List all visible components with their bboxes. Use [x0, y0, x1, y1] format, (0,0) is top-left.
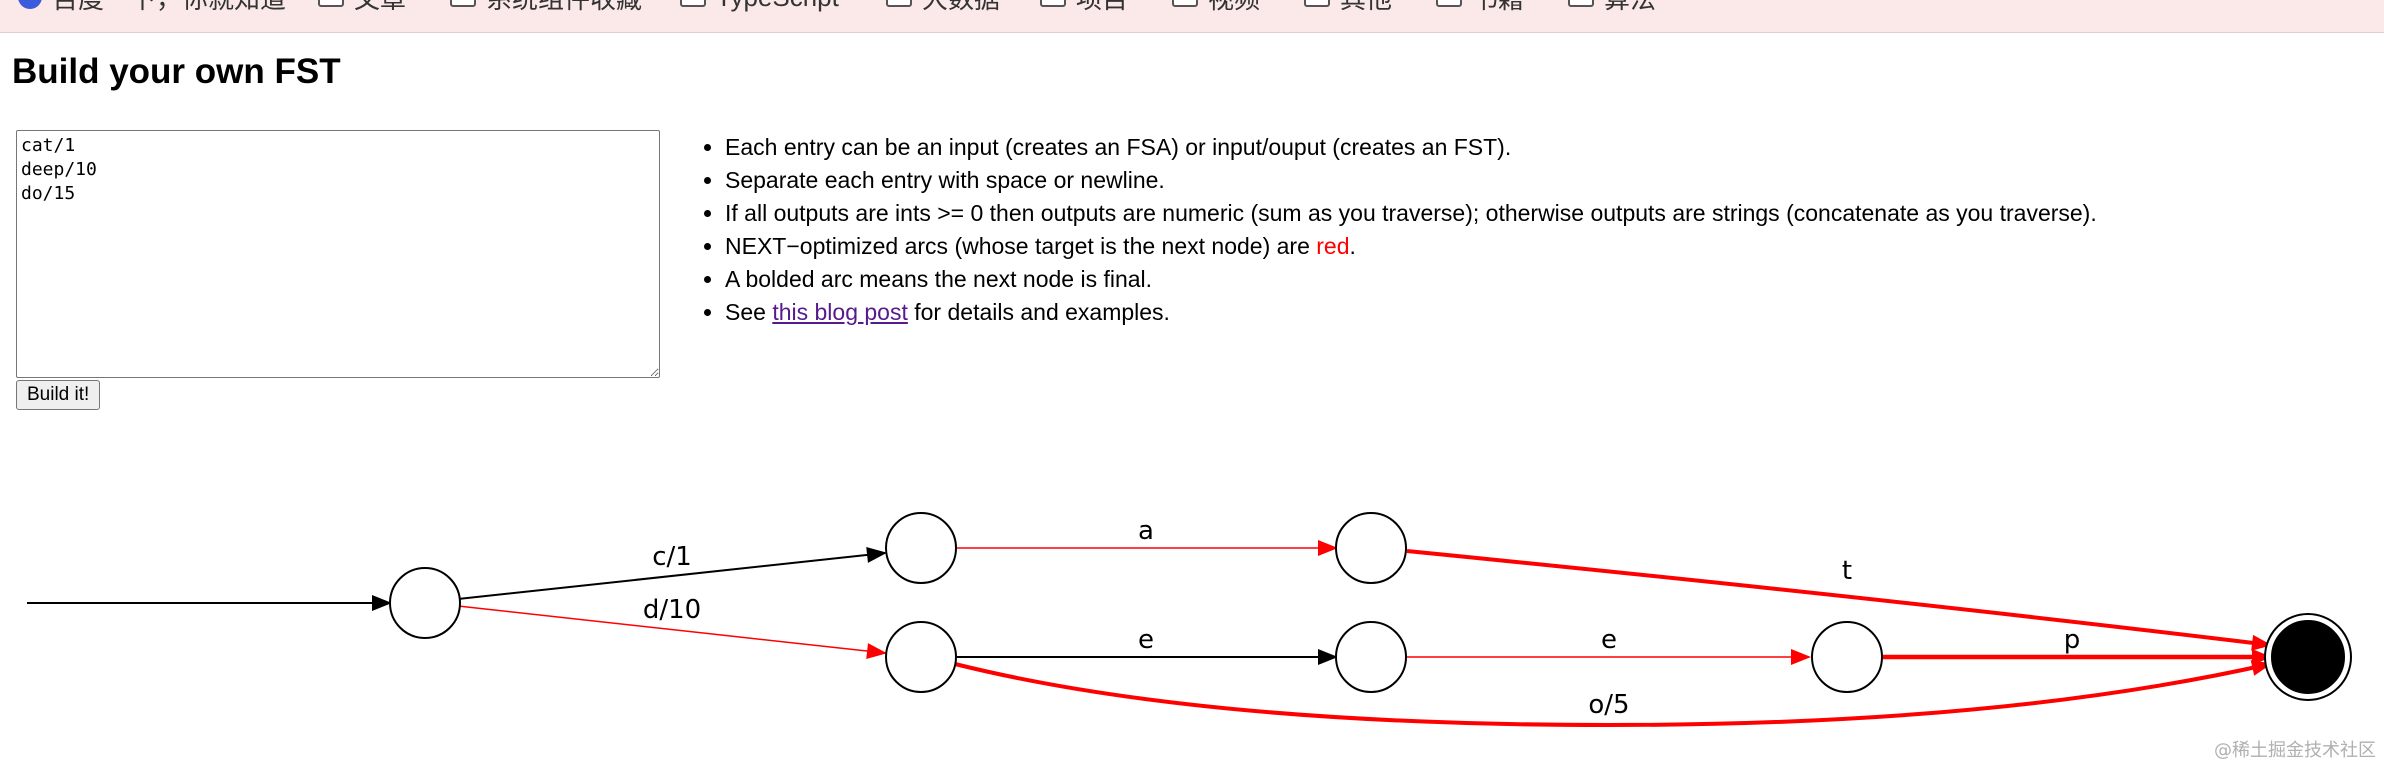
- edge-label-a: a: [1138, 516, 1154, 546]
- bookmark-folder[interactable]: 其他: [1304, 0, 1392, 14]
- folder-icon: [1040, 0, 1066, 7]
- folder-icon: [1304, 0, 1330, 7]
- edge-label-t: t: [1842, 556, 1852, 586]
- final-state-node: [2271, 620, 2345, 694]
- folder-icon: [450, 0, 476, 7]
- edge-label-e: e: [1138, 625, 1154, 655]
- instruction-text: Each entry can be an input (creates an F…: [725, 134, 1512, 160]
- bookmark-folder[interactable]: 项目: [1040, 0, 1128, 14]
- instruction-item: Separate each entry with space or newlin…: [725, 164, 2097, 197]
- instruction-text: Separate each entry with space or newlin…: [725, 167, 1165, 193]
- bookmark-label: 其他: [1340, 0, 1392, 16]
- bookmarks-bar: 百度一下，你就知道 文章 系统组件收藏 TypeScript 大数据 项目 视频…: [0, 0, 2384, 33]
- state-node: [1335, 512, 1407, 584]
- edge-d: [457, 605, 887, 659]
- edge-label-e: e: [1601, 625, 1617, 655]
- folder-icon: [1436, 0, 1462, 7]
- bookmark-label: 大数据: [922, 0, 1000, 16]
- state-node: [885, 621, 957, 693]
- bookmark-folder[interactable]: 系统组件收藏: [450, 0, 642, 14]
- edge-t: [1406, 549, 2272, 651]
- bookmark-label: TypeScript: [716, 0, 839, 13]
- watermark: @稀土掘金技术社区: [2214, 740, 2376, 761]
- state-node: [1811, 621, 1883, 693]
- bookmark-label: 视频: [1208, 0, 1260, 16]
- bookmark-folder[interactable]: 算法: [1568, 0, 1656, 14]
- bookmark-label: 百度一下，你就知道: [52, 0, 286, 16]
- edge-label-o: o/5: [1588, 690, 1629, 720]
- fst-entries-input[interactable]: [16, 130, 660, 378]
- bookmark-label: 项目: [1076, 0, 1128, 16]
- bookmark-label: 文章: [354, 0, 406, 16]
- bookmark-folder[interactable]: 视频: [1172, 0, 1260, 14]
- instruction-item: If all outputs are ints >= 0 then output…: [725, 197, 2097, 230]
- fst-graph: c/1 d/10 a t e e p o/5: [27, 512, 2352, 728]
- bookmark-folder[interactable]: 书籍: [1436, 0, 1524, 14]
- bookmark-baidu[interactable]: 百度一下，你就知道: [18, 0, 286, 14]
- page-title: Build your own FST: [12, 52, 341, 91]
- bookmark-folder[interactable]: 大数据: [886, 0, 1000, 14]
- state-node: [885, 512, 957, 584]
- edge-label-p: p: [2064, 625, 2081, 655]
- instruction-item: See this blog post for details and examp…: [725, 296, 2097, 329]
- instruction-text: See: [725, 299, 773, 325]
- bookmark-label: 算法: [1604, 0, 1656, 16]
- instruction-text: If all outputs are ints >= 0 then output…: [725, 200, 2097, 226]
- instruction-text: .: [1349, 233, 1356, 259]
- instruction-item: NEXT−optimized arcs (whose target is the…: [725, 230, 2097, 263]
- state-node: [1335, 621, 1407, 693]
- folder-icon: [1172, 0, 1198, 7]
- folder-icon: [886, 0, 912, 7]
- bookmark-label: 系统组件收藏: [486, 0, 642, 16]
- bookmark-folder[interactable]: TypeScript: [680, 0, 839, 12]
- folder-icon: [1568, 0, 1594, 7]
- instruction-text: A bolded arc means the next node is fina…: [725, 266, 1153, 292]
- instruction-item: Each entry can be an input (creates an F…: [725, 131, 2097, 164]
- edge-o: [954, 660, 2272, 728]
- state-node: [389, 567, 461, 639]
- instruction-text: for details and examples.: [907, 299, 1170, 325]
- red-highlight-text: red: [1316, 233, 1350, 259]
- bookmark-folder[interactable]: 文章: [318, 0, 406, 14]
- build-button[interactable]: Build it!: [16, 380, 101, 410]
- folder-icon: [318, 0, 344, 7]
- edge-label-d: d/10: [643, 595, 701, 625]
- folder-icon: [680, 0, 706, 7]
- edge-label-c: c/1: [652, 542, 692, 572]
- baidu-icon: [18, 0, 42, 9]
- instructions-list: Each entry can be an input (creates an F…: [700, 131, 2097, 329]
- instruction-item: A bolded arc means the next node is fina…: [725, 263, 2097, 296]
- instruction-text: NEXT−optimized arcs (whose target is the…: [725, 233, 1317, 259]
- blog-post-link[interactable]: this blog post: [772, 299, 908, 325]
- bookmark-label: 书籍: [1472, 0, 1524, 16]
- edge-c: [457, 546, 887, 600]
